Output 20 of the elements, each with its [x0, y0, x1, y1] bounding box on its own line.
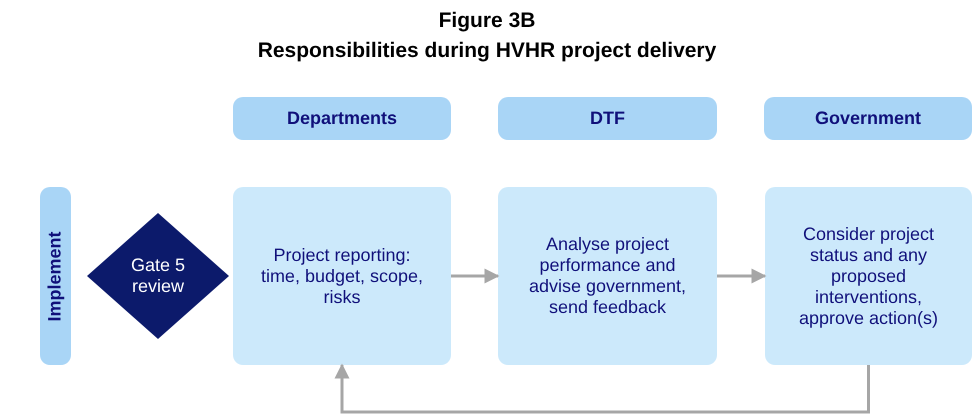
process-text: Consider project status and any proposed interventions, approve action(s) [798, 224, 940, 328]
process-box [233, 187, 451, 365]
decision-text: Gate 5 review [130, 255, 186, 297]
phase-label [40, 187, 71, 365]
header-text: Government [814, 108, 922, 129]
phase-text: Implement [45, 230, 66, 322]
arrow [334, 364, 870, 414]
process-box [498, 187, 717, 365]
diagram-title: Responsibilities during HVHR project delivery [258, 38, 716, 64]
figure-number: Figure 3B [438, 8, 536, 34]
column-header [233, 97, 451, 140]
arrow [451, 268, 500, 284]
header-text: Departments [286, 108, 398, 129]
header-text: DTF [590, 108, 625, 129]
column-header [764, 97, 972, 140]
column-header [498, 97, 717, 140]
arrow [717, 268, 766, 284]
process-text: Project reporting: time, budget, scope, risks [260, 244, 424, 308]
process-text: Analyse project performance and advise government, send feedback [528, 234, 688, 318]
process-box [765, 187, 972, 365]
